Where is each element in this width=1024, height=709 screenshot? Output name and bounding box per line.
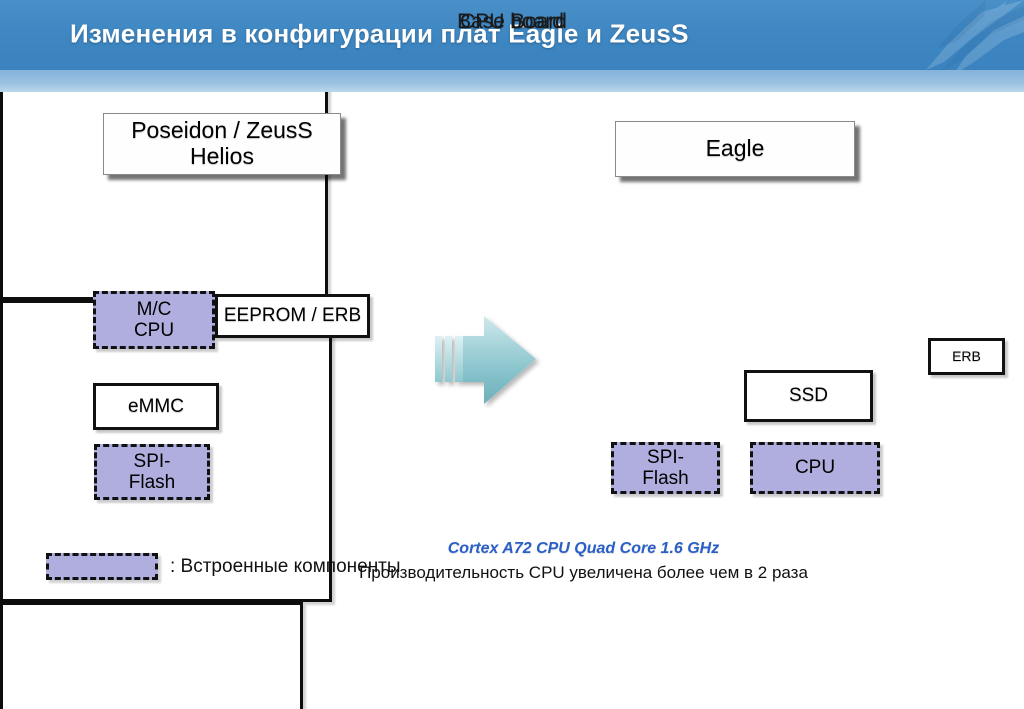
component-spi-flash-right-line2: Flash [642,468,689,489]
base-board-label: Base Board [457,10,567,33]
left-group-title: Poseidon / ZeusS Helios [103,113,341,175]
component-cpu: CPU [750,442,880,494]
note-cpu-performance: Производительность CPU увеличена более ч… [359,563,808,582]
note-cpu-spec: Cortex A72 CPU Quad Core 1.6 GHz [447,540,720,557]
right-group-title: Eagle [615,121,855,177]
component-emmc: eMMC [93,383,219,430]
component-mc-cpu: M/C CPU [93,291,215,349]
cpu-board-label: CPU board [460,10,564,33]
component-spi-flash-left-line1: SPI- [133,450,171,472]
page-title: Изменения в конфигурации плат Eagle и Ze… [70,18,689,49]
component-erb-external: ERB [928,338,1005,375]
component-ssd-label: SSD [788,385,829,407]
component-eeprom-erb-label: EEPROM / ERB [223,305,362,327]
component-eeprom-erb: EEPROM / ERB [215,294,370,338]
arrow-icon [435,316,536,404]
component-spi-flash-left-line2: Flash [128,472,176,493]
component-ssd: SSD [744,370,873,422]
left-group-title-line2: Helios [190,143,254,169]
component-mc-cpu-line1: M/C [136,298,172,320]
component-spi-flash-right: SPI- Flash [611,442,720,494]
legend-label-embedded: : Встроенные компоненты [170,555,401,577]
header-band [0,0,1024,70]
component-erb-external-label: ERB [952,347,981,364]
component-spi-flash-left: SPI- Flash [94,444,210,500]
transition-arrow [432,312,552,416]
component-mc-cpu-line2: CPU [133,320,175,341]
cpu-board: CPU board [0,10,564,709]
right-group-title-label: Eagle [705,135,765,162]
legend-swatch-embedded [46,553,158,580]
left-group-title-line1: Poseidon / ZeusS [131,117,313,144]
header-subband [0,70,1024,92]
component-spi-flash-right-line1: SPI- [647,446,684,468]
component-cpu-label: CPU [794,457,836,479]
component-emmc-label: eMMC [128,395,184,417]
